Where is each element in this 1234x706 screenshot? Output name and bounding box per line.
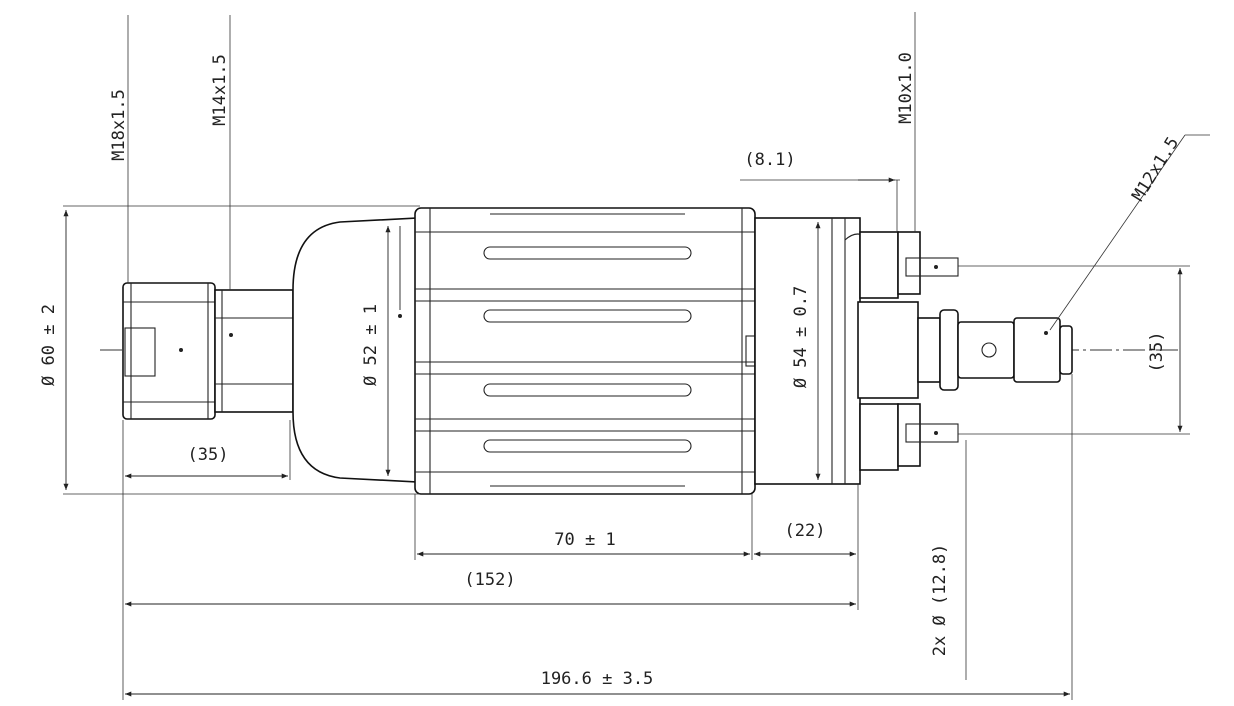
thread-m10-label: M10x1.0 [896, 52, 916, 124]
outlet-nut [122, 282, 216, 420]
dia-60-label: Ø 60 ± 2 [39, 304, 59, 386]
collar [754, 217, 861, 485]
main-housing [414, 207, 756, 495]
dia-12-8-label: 2x Ø (12.8) [930, 544, 950, 657]
extension-lines [63, 12, 1210, 700]
hex-fitting [214, 289, 294, 413]
dim-8-1-label: (8.1) [744, 150, 795, 170]
inlet-flange [857, 301, 919, 399]
dimension-lines [63, 177, 1183, 697]
dia-54-label: Ø 54 ± 0.7 [791, 286, 811, 388]
end-cap [292, 217, 419, 483]
pump-body [122, 207, 1073, 495]
thread-m12-label: M12x1.5 [1128, 134, 1183, 205]
dim-152-label: (152) [464, 570, 515, 590]
dim-35-left-label: (35) [188, 445, 229, 465]
inlet-nozzle [957, 321, 1015, 379]
thread-m18-label: M18x1.5 [109, 89, 129, 161]
thread-m14-label: M14x1.5 [210, 54, 230, 126]
terminal-bottom [859, 403, 899, 471]
dim-70-label: 70 ± 1 [554, 530, 615, 550]
dia-52-label: Ø 52 ± 1 [361, 304, 381, 386]
dim-196-label: 196.6 ± 3.5 [541, 669, 654, 689]
dim-35-right-label: (35) [1147, 332, 1167, 373]
terminal-top [859, 231, 899, 299]
dim-22-label: (22) [785, 521, 826, 541]
